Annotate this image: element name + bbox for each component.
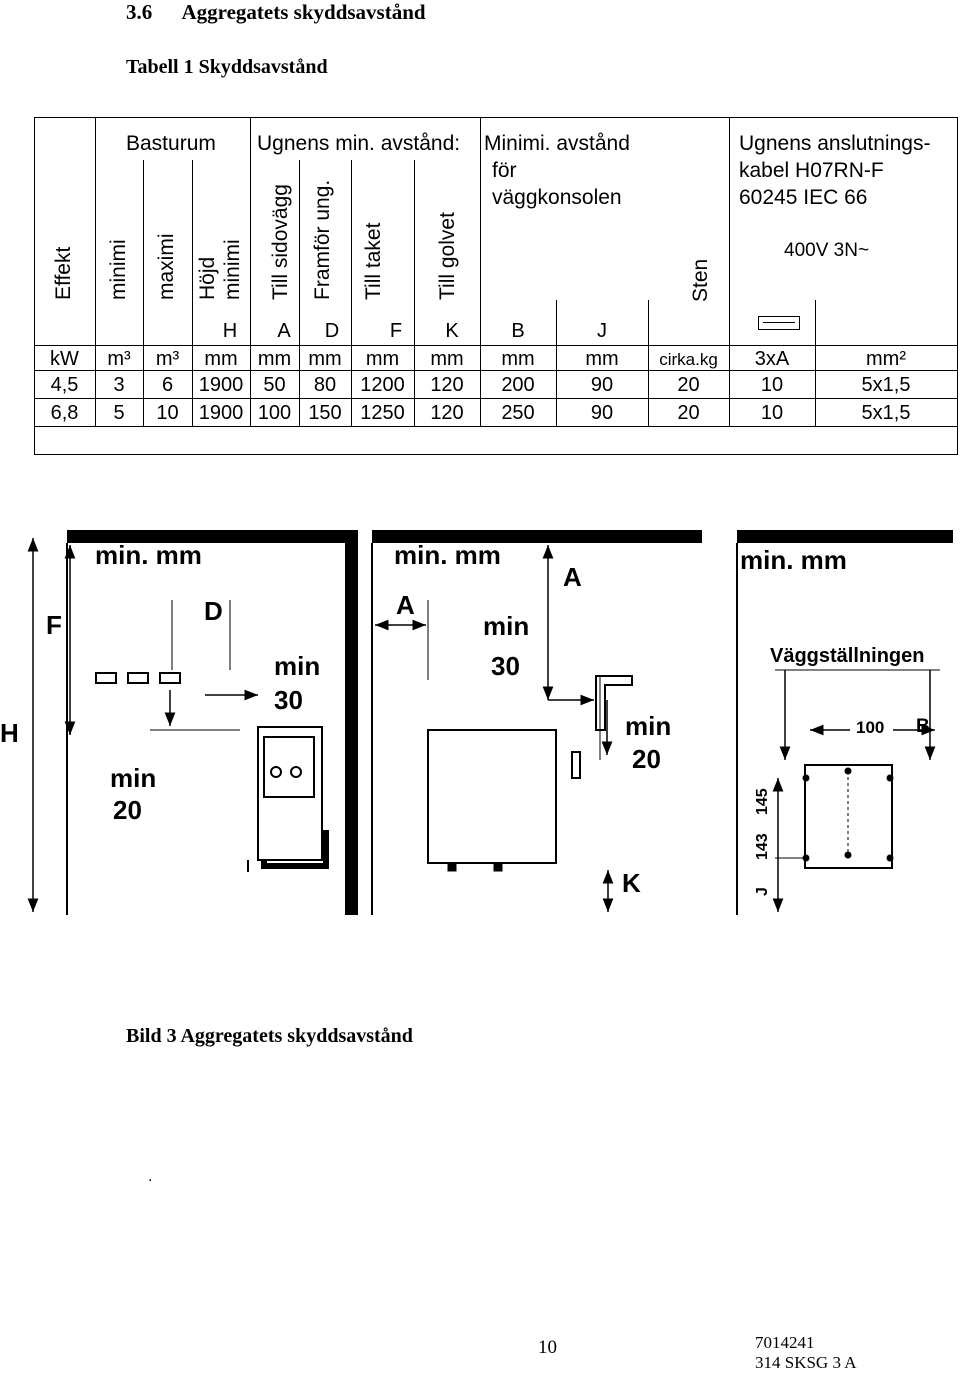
panel3-j-label: J bbox=[754, 887, 771, 896]
panel2-min20-b: 20 bbox=[632, 744, 661, 774]
unit-m3-min: m³ bbox=[107, 348, 131, 370]
table-cell: 1250 bbox=[360, 402, 405, 424]
panel2-title: min. mm bbox=[394, 540, 501, 570]
letter-j: J bbox=[597, 320, 607, 342]
table-cell: 6 bbox=[161, 374, 174, 396]
panel1-min20-a: min bbox=[110, 763, 157, 793]
section-title: Aggregatets skyddsavstånd bbox=[181, 0, 426, 24]
header-basturum: Basturum bbox=[126, 132, 216, 155]
table-cell: 5x1,5 bbox=[861, 374, 911, 396]
table-cell: 100 bbox=[257, 402, 292, 424]
letter-k: K bbox=[445, 320, 459, 342]
table-cell: 10 bbox=[760, 402, 784, 424]
unit-mm-h: mm bbox=[204, 348, 238, 370]
panel3-title: min. mm bbox=[740, 545, 847, 575]
header-cable-line2: kabel H07RN-F bbox=[739, 159, 884, 182]
table-caption: Tabell 1 Skyddsavstånd bbox=[126, 56, 328, 78]
table-cell: 90 bbox=[590, 374, 614, 396]
table-cell: 10 bbox=[156, 402, 179, 424]
panel1-f-label: F bbox=[46, 610, 62, 640]
unit-m3-max: m³ bbox=[155, 348, 180, 370]
table-cell: 6,8 bbox=[50, 402, 79, 424]
page-number: 10 bbox=[538, 1337, 557, 1358]
header-minimi-line3: väggkonsolen bbox=[492, 186, 622, 209]
section-heading: 3.6 Aggregatets skyddsavstånd bbox=[126, 0, 426, 25]
h-label: H bbox=[0, 718, 19, 748]
table-cell: 1200 bbox=[360, 374, 405, 396]
header-voltage: 400V 3N~ bbox=[784, 240, 870, 261]
table-cell: 5x1,5 bbox=[861, 402, 911, 424]
panel2-min30-a: min bbox=[483, 611, 530, 641]
unit-mm2: mm² bbox=[866, 348, 906, 370]
panel1-title: min. mm bbox=[95, 540, 202, 570]
table-cell: 20 bbox=[677, 374, 700, 396]
header-minimi-line1: Minimi. avstånd bbox=[484, 132, 630, 155]
fuse-icon bbox=[758, 316, 800, 330]
panel1-d-label: D bbox=[204, 596, 223, 626]
panel3-dim145: 145 bbox=[754, 788, 771, 815]
panel2-min20-a: min bbox=[625, 711, 672, 741]
table-cell: 90 bbox=[590, 402, 614, 424]
letter-f: F bbox=[389, 320, 403, 342]
unit-mm-k: mm bbox=[430, 348, 464, 370]
panel3-wall-label: Väggställningen bbox=[770, 645, 925, 667]
unit-3xa: 3xA bbox=[754, 348, 790, 370]
table-cell: 200 bbox=[501, 374, 535, 396]
letter-d: D bbox=[324, 320, 340, 342]
table-cell: 50 bbox=[263, 374, 286, 396]
panel1-min30-b: 30 bbox=[274, 685, 303, 715]
unit-mm-j: mm bbox=[585, 348, 619, 370]
panel3-b-label: B bbox=[916, 716, 930, 737]
table-cell: 5 bbox=[113, 402, 125, 424]
table-cell: 3 bbox=[113, 374, 125, 396]
table-cell: 120 bbox=[430, 402, 464, 424]
unit-mm-a: mm bbox=[257, 348, 292, 370]
header-minimi-line2: för bbox=[492, 159, 517, 182]
footer-code2: 314 SKSG 3 A bbox=[755, 1353, 857, 1372]
panel2-a-left: A bbox=[396, 590, 415, 620]
letter-b: B bbox=[511, 320, 525, 342]
table-cell: 80 bbox=[313, 374, 337, 396]
table-cell: 4,5 bbox=[50, 374, 79, 396]
unit-mm-d: mm bbox=[308, 348, 342, 370]
panel2-min30-b: 30 bbox=[491, 651, 520, 681]
table-cell: 250 bbox=[501, 402, 535, 424]
panel2-k-label: K bbox=[622, 868, 641, 898]
panel3-dim100: 100 bbox=[856, 718, 885, 737]
footer-code1: 7014241 bbox=[755, 1333, 815, 1352]
table-cell: 1900 bbox=[198, 402, 244, 424]
letter-a: A bbox=[277, 320, 291, 342]
table-cell: 10 bbox=[760, 374, 784, 396]
table-cell: 20 bbox=[677, 402, 700, 424]
unit-kw: kW bbox=[50, 348, 79, 370]
unit-kg: cirka.kg bbox=[659, 350, 718, 369]
panel2-a-top: A bbox=[563, 562, 582, 592]
stray-dot: . bbox=[148, 1168, 153, 1185]
header-cable-line3: 60245 IEC 66 bbox=[739, 186, 868, 209]
panel1-min20-b: 20 bbox=[113, 795, 142, 825]
unit-mm-f: mm bbox=[365, 348, 400, 370]
unit-mm-b: mm bbox=[501, 348, 535, 370]
panel3-dim143: 143 bbox=[754, 833, 771, 860]
table-cell: 120 bbox=[430, 374, 464, 396]
table-cell: 150 bbox=[308, 402, 342, 424]
header-cable-line1: Ugnens anslutnings- bbox=[739, 132, 931, 155]
panel1-min30-a: min bbox=[274, 651, 321, 681]
figure-caption: Bild 3 Aggregatets skyddsavstånd bbox=[126, 1025, 413, 1047]
letter-h: H bbox=[222, 320, 238, 342]
section-number: 3.6 bbox=[126, 0, 153, 24]
table-cell: 1900 bbox=[198, 374, 244, 396]
header-ugnens-min: Ugnens min. avstånd: bbox=[257, 132, 461, 155]
